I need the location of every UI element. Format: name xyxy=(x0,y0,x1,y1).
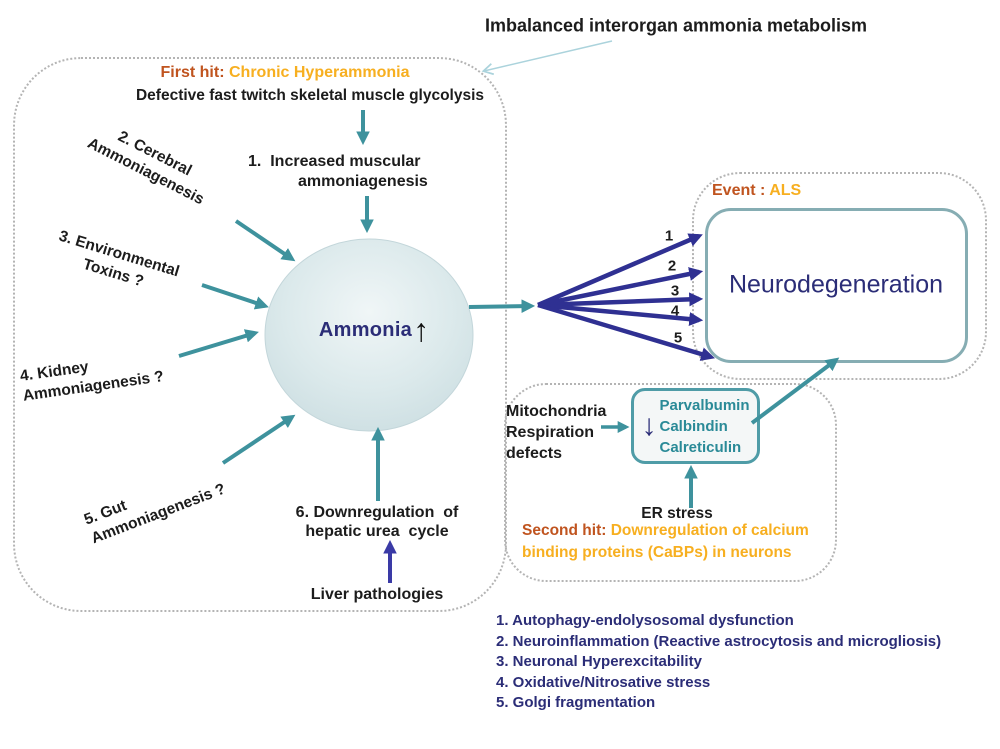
fan-number-2: 2 xyxy=(667,257,677,275)
legend-item-2: 2. Neuroinflammation (Reactive astrocyto… xyxy=(496,632,942,650)
legend-item-5: 5. Golgi fragmentation xyxy=(496,694,656,712)
fan-number-4: 4 xyxy=(670,302,680,320)
muscular-line1: 1. Increased muscular xyxy=(248,153,421,170)
page-title: Imbalanced interorgan ammonia metabolism xyxy=(484,15,868,36)
mitochondria-label: Mitochondria Respiration defects xyxy=(506,401,606,464)
mito-line2: Respiration xyxy=(506,424,595,441)
cabp-item-parvalbumin: Parvalbumin xyxy=(659,396,750,414)
mito-line1: Mitochondria xyxy=(506,403,607,420)
fan-number-1: 1 xyxy=(664,227,674,245)
mechanism-legend: 1. Autophagy-endolysosomal dysfunction 2… xyxy=(496,611,941,714)
event-value: ALS xyxy=(769,182,802,199)
muscular-line2: ammoniagenesis xyxy=(298,173,428,190)
down-arrow-icon: ↓ xyxy=(641,409,657,442)
fan-arrow-5-icon xyxy=(537,302,716,361)
legend-item-4: 4. Oxidative/Nitrosative stress xyxy=(496,673,711,691)
neurodegeneration-box xyxy=(705,208,968,363)
ammonia-center: Ammonia ↑ xyxy=(318,312,430,349)
ammonia-label: Ammonia xyxy=(318,319,413,342)
first-hit-label: First hit: xyxy=(160,64,225,81)
cabp-item-calreticulin: Calreticulin xyxy=(659,438,742,456)
second-hit-paragraph: Second hit: Downregulation of calcium bi… xyxy=(522,520,824,564)
liver-pathologies-label: Liver pathologies xyxy=(310,586,444,603)
muscular-ammoniagenesis-label: 1. Increased muscular ammoniagenesis xyxy=(248,152,428,192)
urea-cycle-label: 6. Downregulation of hepatic urea cycle xyxy=(296,503,459,541)
fan-number-5: 5 xyxy=(673,329,683,347)
second-hit-dashed-box xyxy=(504,383,837,582)
legend-item-1: 1. Autophagy-endolysosomal dysfunction xyxy=(496,612,794,629)
er-stress-label: ER stress xyxy=(641,505,713,522)
cabp-item-calbindin: Calbindin xyxy=(659,417,728,435)
event-header: Event : ALS xyxy=(712,182,801,200)
cabp-box: ↓ Parvalbumin Calbindin Calreticulin xyxy=(631,388,760,464)
title-pointer-arrow-icon xyxy=(481,40,613,76)
second-hit-value: Downregulation of calcium binding protei… xyxy=(522,522,809,561)
mito-line3: defects xyxy=(506,445,563,462)
cabp-protein-list: Parvalbumin Calbindin Calreticulin xyxy=(659,395,749,458)
first-hit-dashed-box xyxy=(13,57,507,612)
event-label: Event : xyxy=(712,182,766,199)
fan-number-3: 3 xyxy=(670,282,680,300)
legend-item-3: 3. Neuronal Hyperexcitability xyxy=(496,653,702,671)
first-hit-value: Chronic Hyperammonia xyxy=(228,64,410,81)
up-arrow-icon: ↑ xyxy=(413,312,430,349)
glycolysis-subtitle: Defective fast twitch skeletal muscle gl… xyxy=(135,87,485,104)
urea-line2: hepatic urea cycle xyxy=(305,523,449,540)
neurodegeneration-label: Neurodegeneration xyxy=(728,270,944,299)
first-hit-header: First hit: Chronic Hyperammonia xyxy=(161,64,410,82)
second-hit-label: Second hit: xyxy=(522,522,607,539)
urea-line1: 6. Downregulation of xyxy=(295,504,459,521)
